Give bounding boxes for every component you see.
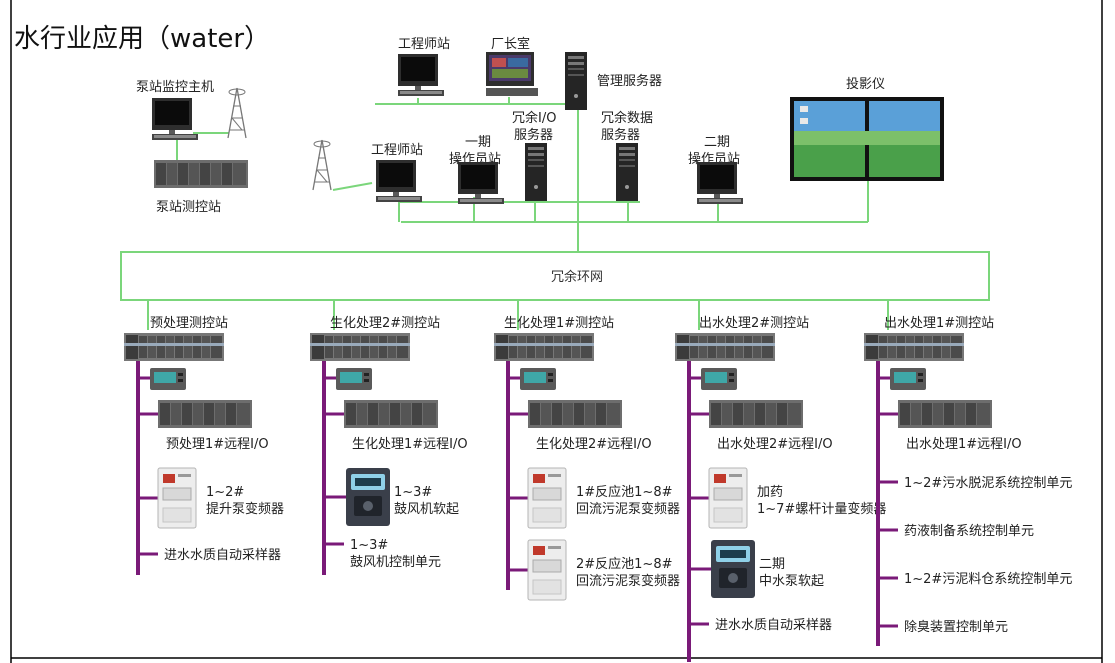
pump-station-label: 泵站测控站 <box>156 200 221 215</box>
projector-label: 投影仪 <box>846 76 885 92</box>
hmi-panel-icon <box>336 368 372 390</box>
vfd-drive-icon <box>157 467 197 529</box>
device-label: 进水水质自动采样器 <box>715 618 832 633</box>
redundant-data-server: 冗余数据 服务器 <box>601 110 653 201</box>
soft-starter-icon <box>346 468 390 526</box>
op1-monitor-icon <box>458 162 504 204</box>
soft-starter-icon <box>711 540 755 598</box>
op2-monitor-icon <box>697 162 743 204</box>
device-label: 1~2# <box>206 485 244 500</box>
remote-io-rack-icon <box>898 400 992 428</box>
device-label: 鼓风机控制单元 <box>350 555 441 570</box>
controller-rack-icon <box>310 333 410 361</box>
eng-station-label: 工程师站 <box>371 143 423 158</box>
device-label: 二期 <box>759 557 785 572</box>
device-label: 1~2#污水脱泥系统控制单元 <box>904 476 1072 491</box>
redundant-ring-network <box>120 251 990 301</box>
device-label: 2#反应池1~8# <box>576 556 673 572</box>
remote-io-label: 出水处理2#远程I/O <box>717 437 833 452</box>
remote-io-rack-icon <box>528 400 622 428</box>
hmi-panel-icon <box>520 368 556 390</box>
remote-io-rack-icon <box>709 400 803 428</box>
remote-io-label: 生化处理2#远程I/O <box>536 437 652 452</box>
remote-io-label: 预处理1#远程I/O <box>166 437 269 452</box>
device-label: 提升泵变频器 <box>206 501 284 517</box>
factory-manager-room: 厂长室 <box>486 36 538 96</box>
pump-station-host: 泵站监控主机 泵站测控站 <box>136 80 248 215</box>
io-server-tower-icon <box>525 143 547 201</box>
device-label: 除臭装置控制单元 <box>904 620 1008 635</box>
device-label: 1~2#污泥料仓系统控制单元 <box>904 572 1072 587</box>
operator-station-1: 一期 操作员站 <box>449 135 504 204</box>
device-label: 鼓风机软起 <box>394 502 459 517</box>
pump-host-monitor-icon <box>152 98 198 140</box>
station-name: 出水处理1#测控站 <box>884 316 994 331</box>
device-label: 1~3# <box>394 485 432 500</box>
eng-top-label: 工程师站 <box>398 37 450 52</box>
mgmt-server-tower-icon <box>565 52 587 110</box>
eng-station-monitor-icon <box>376 160 422 202</box>
controller-rack-icon <box>675 333 775 361</box>
eng-top-monitor-icon <box>398 54 444 96</box>
engineer-station: 工程师站 <box>312 139 423 202</box>
vfd-drive-icon <box>527 539 567 601</box>
pump-station-rack-icon <box>154 160 248 188</box>
engineer-station-top: 工程师站 <box>398 37 450 96</box>
pump-host-label: 泵站监控主机 <box>136 80 214 95</box>
factory-room-label: 厂长室 <box>491 36 530 52</box>
hmi-panel-icon <box>701 368 737 390</box>
vfd-drive-icon <box>527 467 567 529</box>
op1-label-line1: 一期 <box>465 135 491 150</box>
management-server: 管理服务器 <box>565 52 662 110</box>
controller-rack-icon <box>864 333 964 361</box>
station-name: 生化处理1#测控站 <box>504 316 614 331</box>
remote-io-rack-icon <box>158 400 252 428</box>
op2-label-line1: 二期 <box>704 135 730 150</box>
data-server-label-line1: 冗余数据 <box>601 110 653 126</box>
data-server-tower-icon <box>616 143 638 201</box>
hmi-panel-icon <box>890 368 926 390</box>
device-label: 1#反应池1~8# <box>576 484 673 500</box>
device-label: 1~7#螺杆计量变频器 <box>757 501 886 517</box>
io-server-label-line1: 冗余I/O <box>512 110 556 126</box>
controller-rack-icon <box>124 333 224 361</box>
station-3: 生化处理1#测控站生化处理2#远程I/O1#反应池1~8#回流污泥泵变频器2#反… <box>494 300 680 601</box>
remote-io-label: 生化处理1#远程I/O <box>352 437 468 452</box>
remote-io-label: 出水处理1#远程I/O <box>906 437 1022 452</box>
page-title: 水行业应用（water） <box>14 24 270 54</box>
operator-station-2: 二期 操作员站 <box>688 135 743 204</box>
pump-host-antenna-icon <box>227 87 247 139</box>
device-label: 药液制备系统控制单元 <box>904 523 1034 539</box>
controller-rack-icon <box>494 333 594 361</box>
mgmt-server-label: 管理服务器 <box>597 73 662 89</box>
redundant-io-server: 冗余I/O 服务器 <box>512 110 556 201</box>
vfd-drive-icon <box>708 467 748 529</box>
hmi-panel-icon <box>150 368 186 390</box>
io-server-label-line2: 服务器 <box>514 127 553 143</box>
device-label: 进水水质自动采样器 <box>164 548 281 563</box>
station-name: 预处理测控站 <box>150 316 228 331</box>
device-label: 1~3# <box>350 538 388 553</box>
remote-io-rack-icon <box>344 400 438 428</box>
top-network-links <box>176 97 869 252</box>
device-label: 中水泵软起 <box>759 574 824 589</box>
station-name: 出水处理2#测控站 <box>699 316 809 331</box>
ring-network-label: 冗余环网 <box>551 269 603 285</box>
projector: 投影仪 <box>790 76 944 181</box>
device-label: 加药 <box>757 485 783 500</box>
station-name: 生化处理2#测控站 <box>330 316 440 331</box>
device-label: 回流污泥泵变频器 <box>576 501 680 517</box>
eng-antenna-icon <box>312 139 332 191</box>
device-label: 回流污泥泵变频器 <box>576 573 680 589</box>
data-server-label-line2: 服务器 <box>601 127 640 143</box>
